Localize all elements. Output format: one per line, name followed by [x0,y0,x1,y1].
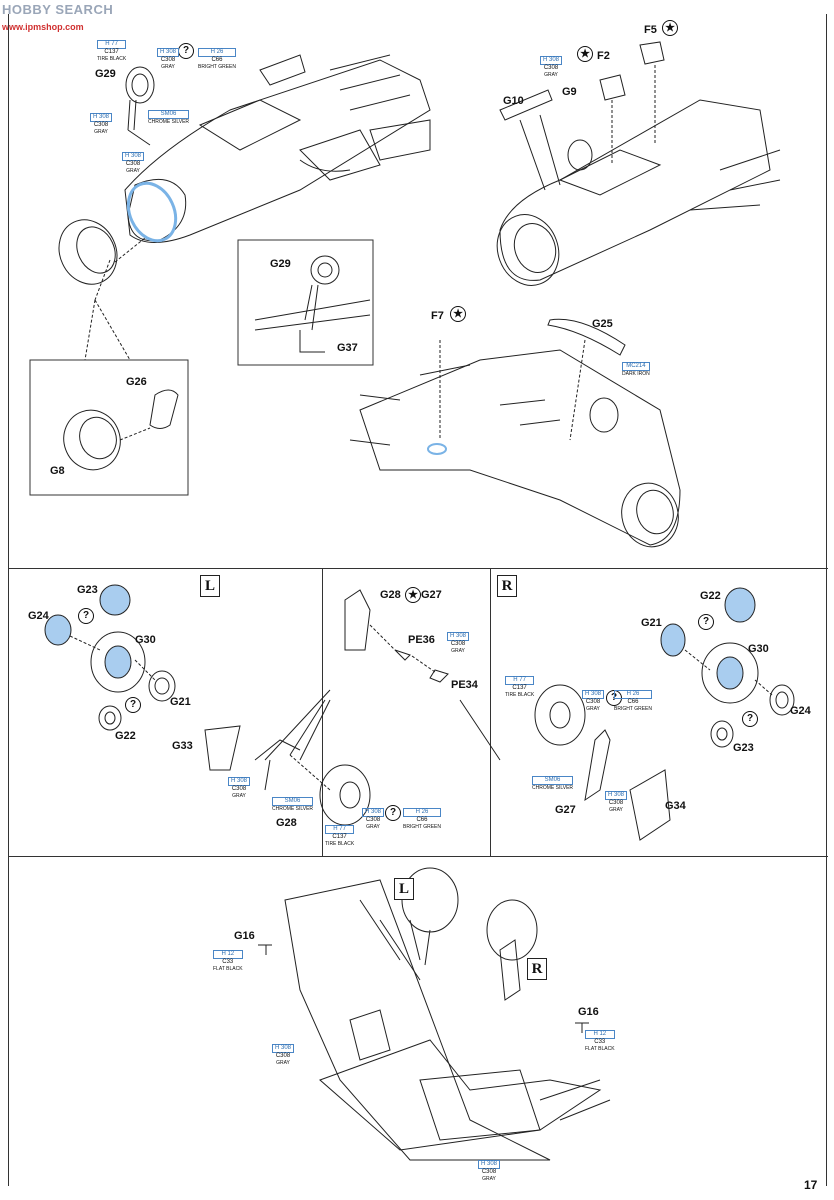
part-label-g21-right: G21 [641,617,662,629]
section-divider-top [8,568,828,569]
part-label-g37: G37 [337,342,358,354]
star-insignia-icon-f5: ★ [662,20,678,36]
part-label-g29: G29 [95,68,116,80]
part-label-g22-right: G22 [700,590,721,602]
optional-choice-icon: ? [78,608,94,624]
part-label-g9: G9 [562,86,577,98]
optional-choice-icon: ? [125,697,141,713]
part-label-g28-detail: G28 [380,589,401,601]
callout-ring-drawing [63,389,179,471]
part-label-g16-right: G16 [578,1006,599,1018]
watermark-site: www.ipmshop.com [2,22,84,32]
side-label-left-wing: L [394,878,414,900]
part-label-pe36: PE36 [408,634,435,646]
fuselage-top-right-drawing [496,41,781,286]
section-divider-mid-left [322,568,323,856]
part-label-f7: F7 [431,310,444,322]
star-insignia-icon-f7: ★ [450,306,466,322]
part-label-g30-left: G30 [135,634,156,646]
left-wheel-drawing [44,584,371,826]
part-label-g27: G27 [555,804,576,816]
page-border-left [8,14,9,1186]
part-label-g25: G25 [592,318,613,330]
part-label-pe34: PE34 [451,679,478,691]
section-divider-bottom [8,856,828,857]
section-divider-mid-right [490,568,491,856]
part-label-g22-left: G22 [115,730,136,742]
part-label-g23-right: G23 [733,742,754,754]
part-label-g8: G8 [50,465,65,477]
inset-gear-drawing [254,255,371,353]
part-label-g10: G10 [503,95,524,107]
watermark-brand: HOBBY SEARCH [2,2,114,17]
page-border-right [826,14,827,1186]
right-wheel-drawing [534,587,795,841]
part-label-g30-right: G30 [748,643,769,655]
optional-choice-icon: ? [698,614,714,630]
side-label-right: R [497,575,517,597]
part-label-g33: G33 [172,740,193,752]
wing-underside-drawing [258,867,611,1161]
part-label-g21-left: G21 [170,696,191,708]
part-label-g23-left: G23 [77,584,98,596]
part-label-g24-left: G24 [28,610,49,622]
part-label-g34: G34 [665,800,686,812]
fuselage-middle-drawing [349,318,681,548]
page-number: 17 [804,1178,818,1192]
part-label-g16-left: G16 [234,930,255,942]
optional-choice-icon: ? [742,711,758,727]
part-label-g24-right: G24 [790,705,811,717]
part-label-g28: G28 [276,817,297,829]
part-label-f5: F5 [644,24,657,36]
optional-choice-icon: ? [385,805,401,821]
middle-detail-drawing [299,589,501,761]
part-label-g27-detail: G27 [421,589,442,601]
optional-choice-icon: ? [178,43,194,59]
part-label-g26: G26 [126,376,147,388]
fuselage-top-left-drawing [58,54,431,285]
side-label-right-wing: R [527,958,547,980]
star-insignia-icon-g27: ★ [405,587,421,603]
part-label-f2: F2 [597,50,610,62]
side-label-left: L [200,575,220,597]
star-insignia-icon-f2: ★ [577,46,593,62]
part-label-g29-inset: G29 [270,258,291,270]
